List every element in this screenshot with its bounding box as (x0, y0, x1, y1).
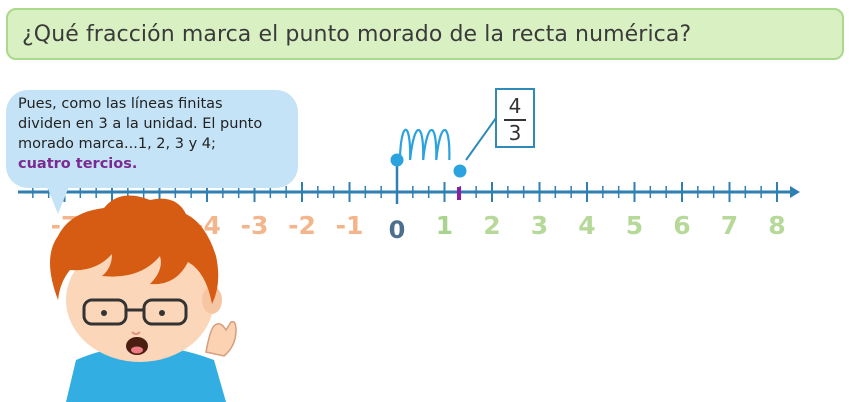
speech-line-1: Pues, como las líneas finitas (18, 96, 223, 112)
tick-label: -1 (336, 211, 364, 240)
fraction-numerator: 4 (508, 94, 522, 118)
glasses-left (82, 298, 128, 326)
tick-label: 0 (389, 216, 406, 244)
axis-arrow-right (790, 186, 800, 198)
speech-highlight: cuatro tercios. (18, 156, 138, 172)
callout-line (465, 117, 497, 161)
purple-marker (457, 187, 461, 200)
eye-left (101, 310, 107, 316)
speech-bubble-tail (46, 184, 70, 214)
fraction-bar (504, 119, 526, 121)
boy-tongue (131, 346, 143, 354)
question-text: ¿Qué fracción marca el punto morado de l… (22, 22, 692, 47)
tick-label: -3 (241, 211, 269, 240)
boy-shirt (66, 346, 226, 402)
glasses-right (142, 298, 188, 326)
question-banner: ¿Qué fracción marca el punto morado de l… (6, 8, 844, 60)
fraction-answer-box: 4 3 (495, 88, 535, 148)
boy-nose (131, 331, 141, 335)
jump-arcs (398, 128, 451, 161)
boy-hair (50, 195, 219, 304)
tick-label: 3 (531, 211, 548, 240)
cartoon-boy (50, 195, 237, 402)
tick-label: 4 (578, 211, 595, 240)
speech-line-3: morado marca...1, 2, 3 y 4; (18, 136, 216, 152)
tick-label: -2 (288, 211, 316, 240)
jump-arc-path (398, 128, 451, 161)
end-point (453, 164, 467, 178)
speech-bubble: Pues, como las líneas finitas dividen en… (6, 90, 298, 188)
tick-label: 2 (483, 211, 500, 240)
speech-line-2: dividen en 3 a la unidad. El punto (18, 116, 263, 132)
tick-label: 7 (721, 211, 738, 240)
boy-raised-hand (205, 320, 237, 357)
tick-label: 1 (436, 211, 453, 240)
fraction-denominator: 3 (508, 121, 522, 145)
tick-label: 8 (768, 211, 785, 240)
eye-right (159, 310, 165, 316)
tick-label: 5 (626, 211, 643, 240)
start-point-zero (390, 153, 404, 167)
tick-label: 6 (673, 211, 690, 240)
